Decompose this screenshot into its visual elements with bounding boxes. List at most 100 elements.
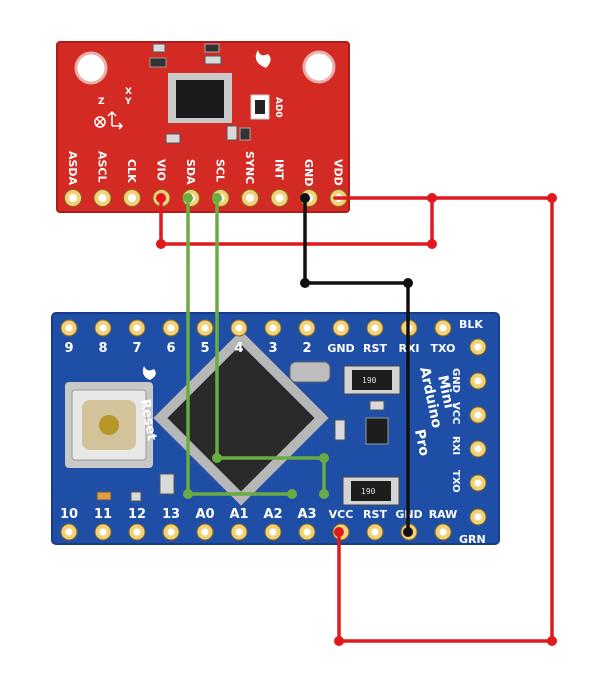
wire-junction [403,278,413,288]
corner-label-blk: BLK [459,318,483,331]
right-pin-label-txo: TXO [450,470,461,493]
top-pin-label-3: 3 [268,341,277,356]
wire-gnd [303,196,410,534]
pin-hole [337,324,345,332]
sensor-pin-label-sync: SYNC [243,151,256,184]
sparkfun-logo-icon [255,50,271,68]
top-pin-label-8: 8 [98,341,107,356]
capacitor-190-top: 190 [343,365,401,395]
pin-hole [275,194,284,202]
svg-text:Pro: Pro [411,428,432,458]
pin-hole [69,194,77,202]
pin-hole [167,528,175,536]
reset-label: Reset [137,398,159,442]
top-pin-label-6: 6 [166,341,175,356]
capacitor-190-bottom: 190 [342,476,400,506]
pin-hole [269,528,277,536]
bottom-pin-label-a1: A1 [229,507,248,522]
wire-end-a4 [287,489,297,499]
bottom-pin-label-13: 13 [162,507,180,522]
pin-hole [474,411,482,419]
pin-hole [99,324,107,332]
chip-mark: 190 [361,487,376,496]
pin-hole [167,324,175,332]
ad0-label: AD0 [273,97,283,118]
top-pin-label-9: 9 [64,341,73,356]
sensor-pin-label-int: INT [273,159,286,180]
bottom-pin-label-a2: A2 [263,507,282,522]
sensor-pin-label-clk: CLK [125,159,138,183]
pin-hole [303,528,311,536]
sensor-pin-label-sda: SDA [184,159,197,185]
pin-hole [235,528,243,536]
pin-hole [65,324,73,332]
pin-hole [474,513,482,521]
pin-hole [474,445,482,453]
wire-junction [183,489,193,499]
wire-junction [547,636,557,646]
bottom-pin-label-a0: A0 [195,507,214,522]
wire-junction [212,453,222,463]
pin-hole [269,324,277,332]
sensor-chip [168,73,232,123]
pin-hole [65,528,73,536]
axis-label-y: Y [124,97,132,107]
right-pin-label-vcc: VCC [450,402,461,424]
top-pin-label-4: 4 [234,341,243,356]
sensor-pin-label-vio: VIO [155,159,168,181]
mounting-hole [74,51,108,85]
sensor-pin-label-asda: ASDA [66,151,79,186]
wire-junction [427,239,437,249]
wire-end-sda [183,193,193,203]
right-pin-label-gnd: GND [450,368,461,393]
chip-mark: 190 [362,376,377,385]
wire-end-vio [156,193,166,203]
wire-scl [215,196,326,496]
wire-end-gnd-arduino [403,527,413,537]
wire-junction [319,453,329,463]
pin-hole [439,528,447,536]
reset-button[interactable] [65,382,153,468]
pin-hole [133,528,141,536]
pin-hole [246,194,254,202]
pin-hole [439,324,447,332]
wire-junction [156,239,166,249]
wires [156,193,557,646]
sparkfun-logo-icon [142,366,156,380]
microcontroller-chip [153,330,329,506]
bottom-pin-label-a3: A3 [297,507,316,522]
top-pin-label-5: 5 [200,341,209,356]
bottom-pin-label-raw: RAW [429,508,458,521]
corner-label-grn: GRN [459,533,486,546]
bottom-pin-label-rst: RST [363,508,387,521]
wire-end-vcc [334,527,344,537]
arduino-pro-mini-board: Reset 190 190 Arduino [51,312,500,546]
pin-hole [303,324,311,332]
pin-hole [201,528,209,536]
bottom-pin-label-vcc: VCC [329,508,354,521]
pin-hole [474,377,482,385]
sensor-pin-label-gnd: GND [302,159,315,186]
sensor-pin-label-scl: SCL [214,159,227,182]
wire-junction [547,193,557,203]
axis-diagram-icon [94,110,124,130]
wire-vio [159,196,434,246]
pin-hole [133,324,141,332]
wire-junction [427,193,437,203]
top-pin-label-2: 2 [302,341,311,356]
wire-end-gnd [300,193,310,203]
top-pin-label-7: 7 [132,341,141,356]
axis-label-z: Z [98,97,105,107]
pin-hole [474,343,482,351]
right-pin-label-rxi: RXI [450,436,461,455]
pin-hole [371,528,379,536]
pin-hole [128,194,136,202]
bottom-pin-label-12: 12 [128,507,146,522]
top-pin-label-rst: RST [363,342,387,355]
pin-hole [474,479,482,487]
bottom-pin-label-11: 11 [94,507,112,522]
bottom-pin-label-10: 10 [60,507,78,522]
axis-label-x: X [125,87,132,97]
